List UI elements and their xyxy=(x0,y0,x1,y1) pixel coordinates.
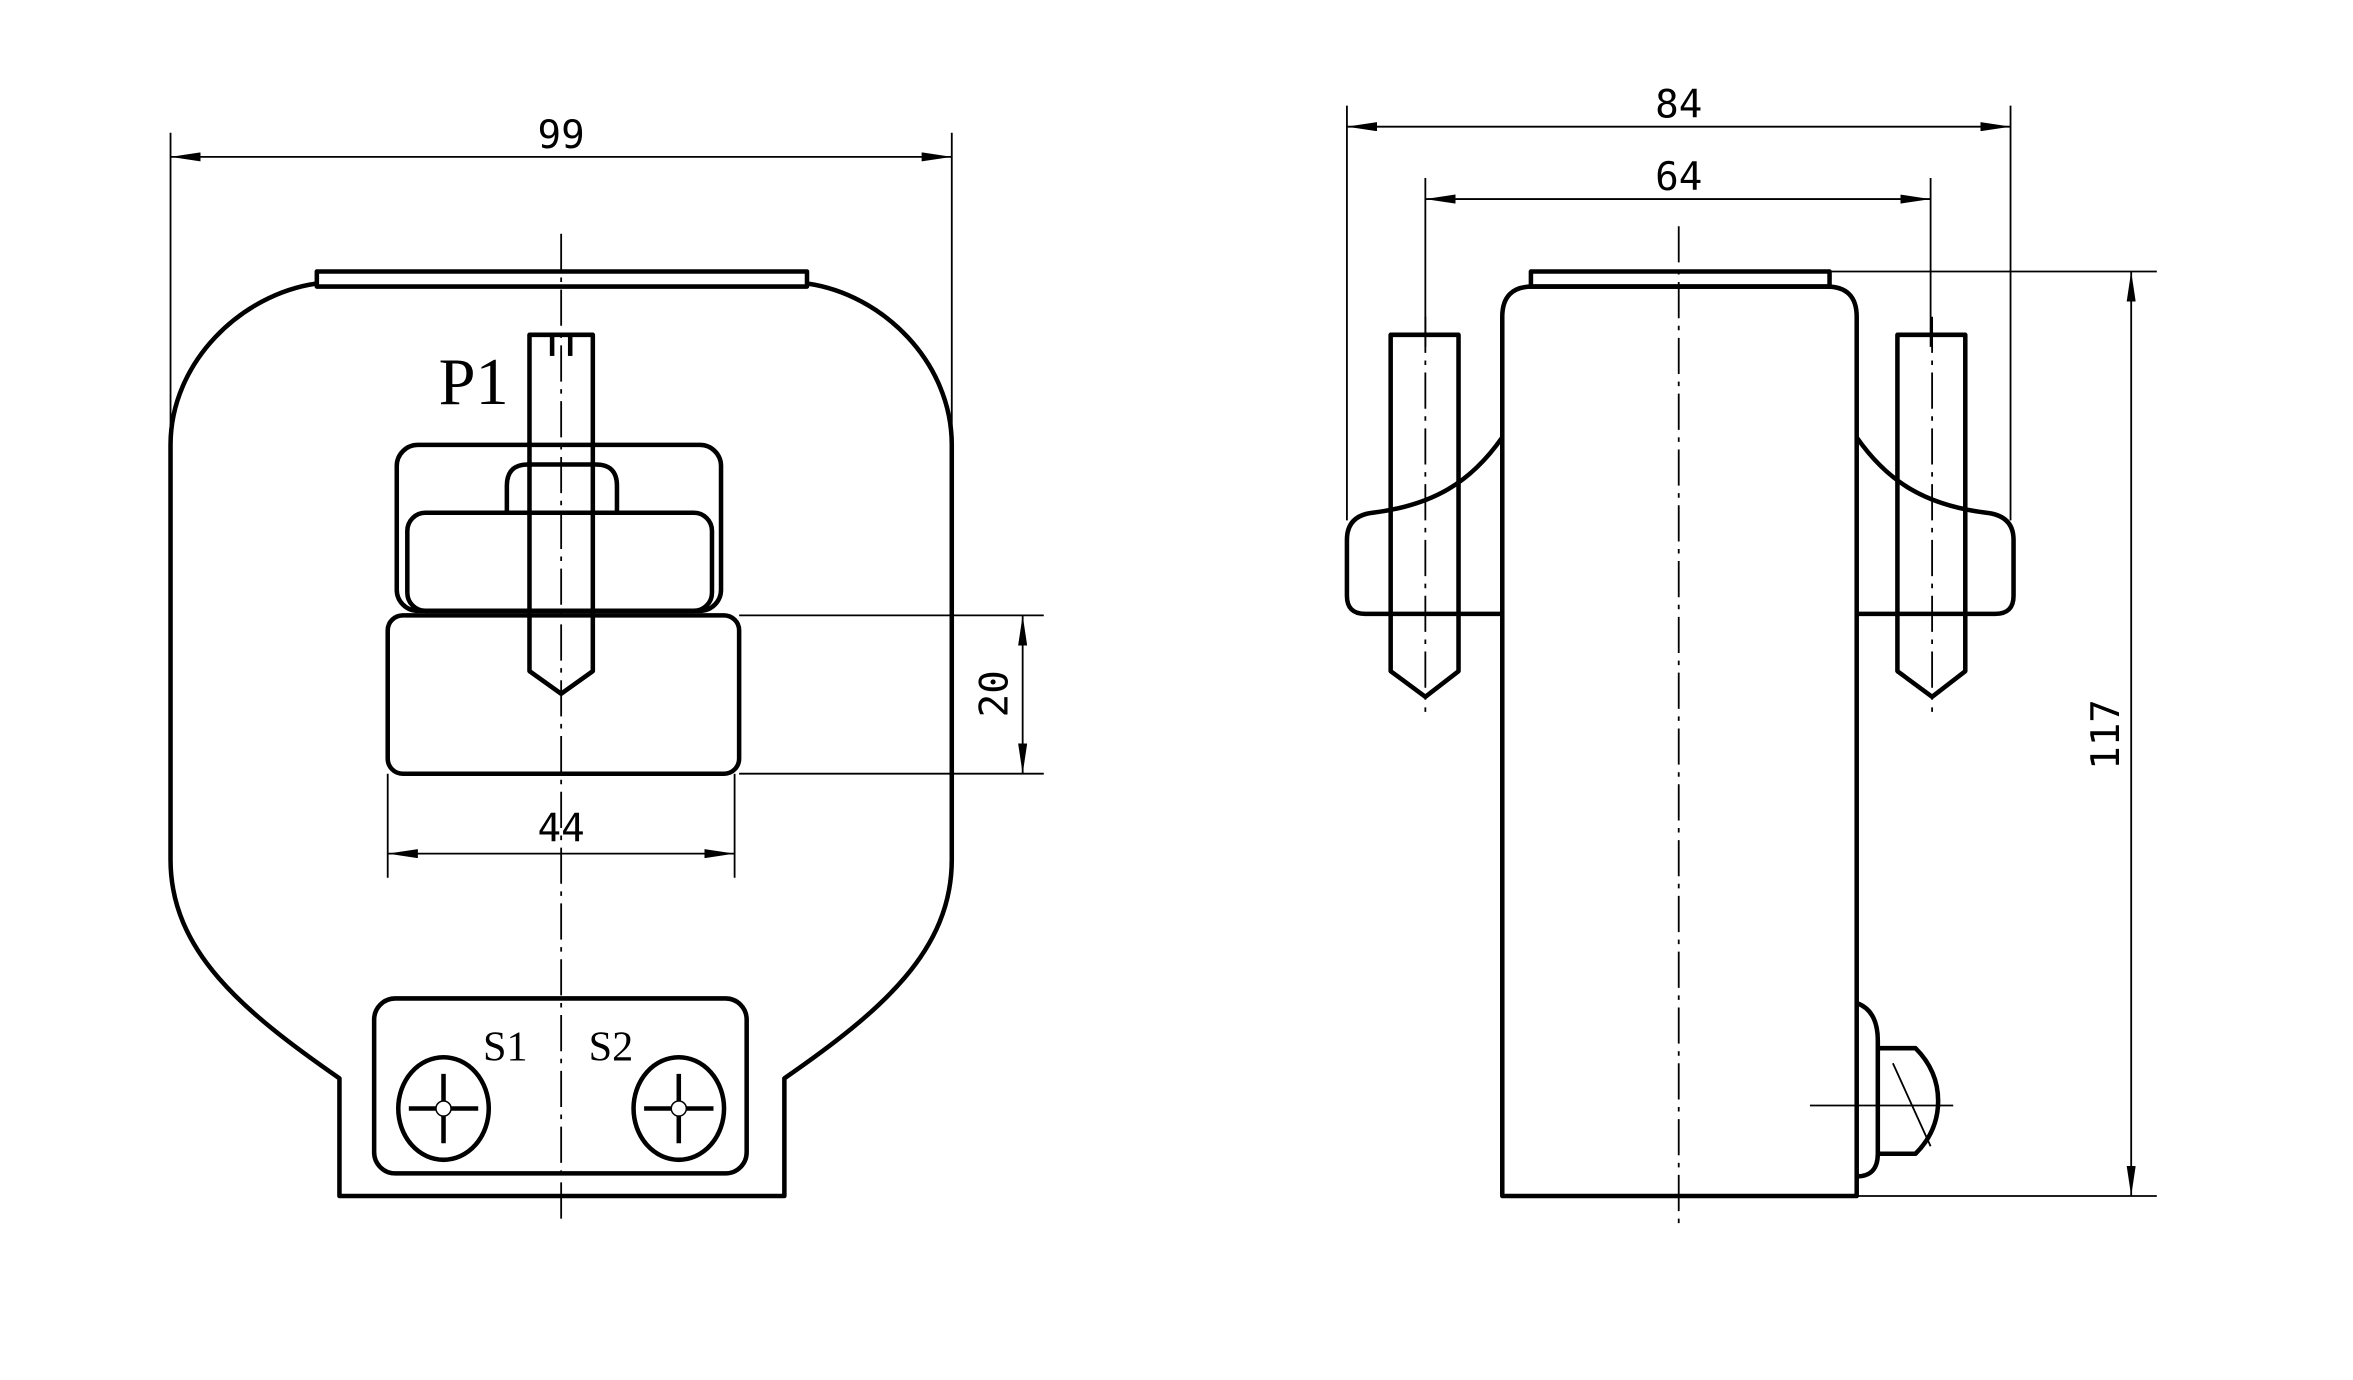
dim-84: 84 xyxy=(1346,83,2012,521)
dim-20: 20 xyxy=(739,614,1044,775)
side-body xyxy=(1500,284,1859,1199)
front-view: 99 P1 20 44 xyxy=(168,113,1044,1225)
primary-pin xyxy=(527,332,596,697)
terminal-plate xyxy=(371,996,749,1176)
dim-117: 117 xyxy=(1829,270,2157,1197)
side-view: 84 64 117 xyxy=(1344,83,2157,1225)
s1-label: S1 xyxy=(483,1023,528,1070)
dim-84-label: 84 xyxy=(1655,83,1702,128)
right-ear xyxy=(1854,436,2016,617)
top-plate xyxy=(314,269,810,289)
dim-64-label: 64 xyxy=(1655,155,1702,200)
dim-44: 44 xyxy=(386,773,736,878)
pin-boss xyxy=(504,462,620,513)
screw-s2 xyxy=(631,1054,727,1163)
dim-117-label: 117 xyxy=(2084,699,2129,770)
lower-block xyxy=(385,613,742,776)
right-pin xyxy=(1895,332,1968,700)
dim-99-label: 99 xyxy=(538,113,585,158)
p1-label: P1 xyxy=(439,346,509,419)
left-pin xyxy=(1388,332,1461,700)
upper-bracket xyxy=(394,442,724,614)
dim-20-label: 20 xyxy=(973,670,1018,717)
dim-64: 64 xyxy=(1424,155,1932,347)
s2-label: S2 xyxy=(589,1023,634,1070)
screw-s1 xyxy=(396,1054,492,1163)
side-screw xyxy=(1809,1000,1954,1179)
upper-bracket-inner xyxy=(405,510,715,614)
dim-44-label: 44 xyxy=(538,807,585,852)
dim-99: 99 xyxy=(169,113,953,430)
